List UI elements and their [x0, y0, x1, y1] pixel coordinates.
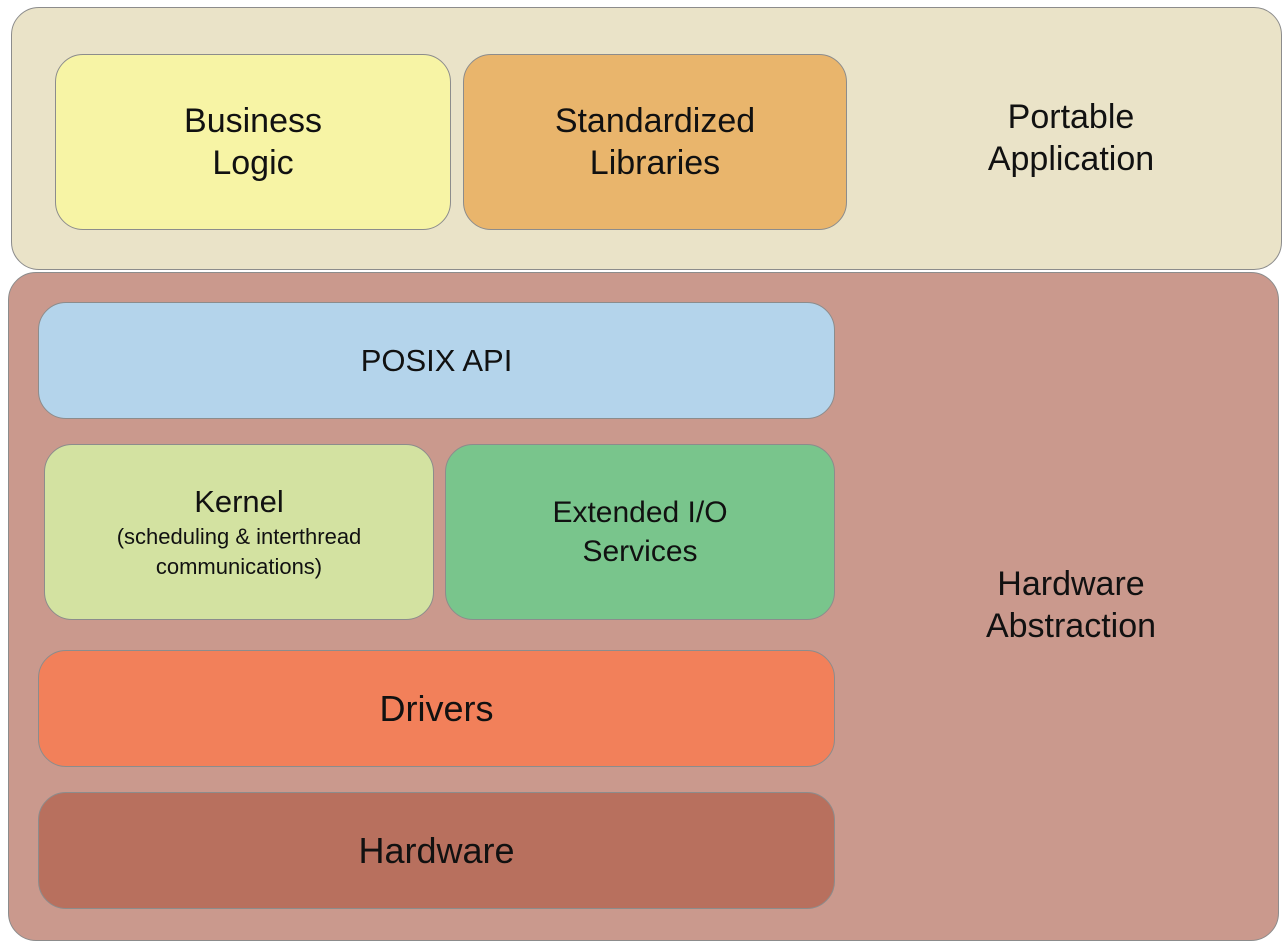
kernel-box: Kernel (scheduling & interthread communi… — [44, 444, 434, 620]
kernel-subtitle: (scheduling & interthread communications… — [116, 524, 362, 579]
posix-api-label: POSIX API — [360, 342, 513, 378]
business-logic-box: Business Logic — [55, 54, 451, 230]
extended-io-services-label: Extended I/O Services — [552, 496, 728, 568]
standardized-libraries-box: Standardized Libraries — [463, 54, 847, 230]
extended-io-services-box: Extended I/O Services — [445, 444, 835, 620]
hardware-box: Hardware — [38, 792, 835, 909]
drivers-box: Drivers — [38, 650, 835, 767]
kernel-title: Kernel — [194, 484, 284, 519]
business-logic-label: Business Logic — [184, 102, 322, 182]
posix-api-box: POSIX API — [38, 302, 835, 419]
drivers-label: Drivers — [379, 688, 494, 729]
hardware-label: Hardware — [358, 830, 515, 871]
standardized-libraries-label: Standardized Libraries — [554, 102, 756, 182]
portable-application-label: Portable Application — [987, 98, 1155, 178]
hardware-abstraction-label: Hardware Abstraction — [985, 565, 1157, 645]
